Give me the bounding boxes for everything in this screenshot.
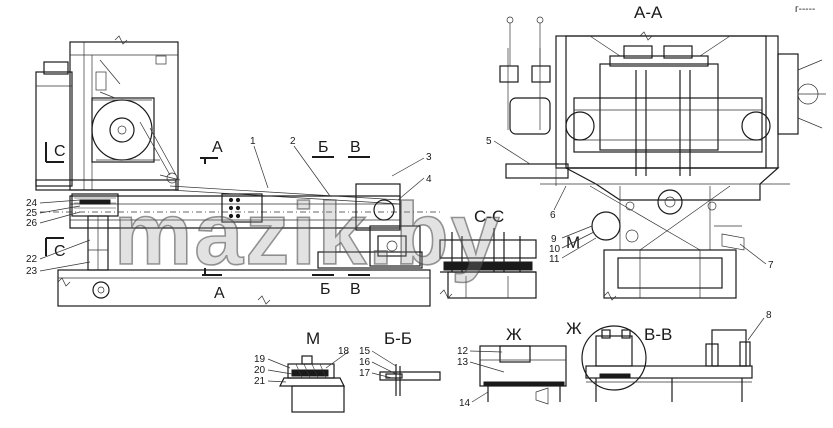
- callout-5: 5: [486, 136, 492, 147]
- callout-13: 13: [457, 357, 469, 368]
- section-bb-title: Б-Б: [384, 329, 412, 348]
- callout-23: 23: [26, 266, 38, 277]
- callout-14: 14: [459, 398, 471, 409]
- callout-2: 2: [290, 136, 296, 147]
- callout-12: 12: [457, 346, 469, 357]
- side-view: [35, 35, 440, 307]
- callout-15: 15: [359, 346, 371, 357]
- callout-1: 1: [250, 136, 256, 147]
- callout-18: 18: [338, 346, 350, 357]
- callout-16: 16: [359, 357, 371, 368]
- section-a-upper: А: [212, 139, 223, 156]
- section-zh-left: Ж 12 13 14: [457, 325, 567, 409]
- callout-6: 6: [550, 210, 556, 221]
- detail-m-circle: [591, 211, 621, 241]
- section-b-upper: Б: [318, 139, 329, 156]
- callout-24: 24: [26, 198, 38, 209]
- callout-19: 19: [254, 354, 266, 365]
- corner-mark: г-----: [795, 4, 815, 15]
- section-v-lower: В: [350, 281, 361, 298]
- section-b-lower: Б: [320, 281, 331, 298]
- section-a-lower: А: [214, 285, 225, 302]
- callout-9: 9: [551, 234, 557, 245]
- section-zh-left-title: Ж: [506, 325, 522, 344]
- detail-m: М 18 19 20 21: [254, 329, 350, 413]
- section-aa-title: А-А: [634, 3, 663, 22]
- callout-22: 22: [26, 254, 38, 265]
- section-v-upper: В: [350, 139, 361, 156]
- foundation: [57, 269, 431, 307]
- winch-drum: [91, 99, 153, 161]
- section-aa: А-А: [486, 3, 826, 301]
- spring-assembly: [71, 193, 119, 217]
- section-vv-title: В-В: [644, 325, 672, 344]
- section-bb: Б-Б 15 16 17: [359, 329, 441, 396]
- callout-4: 4: [426, 174, 432, 185]
- section-c-upper: С: [54, 143, 66, 160]
- callout-8: 8: [766, 310, 772, 321]
- side-view-callouts: 1 2 3 4 24 25 26 22 23: [26, 136, 432, 277]
- callout-7: 7: [768, 260, 774, 271]
- detail-m-title: М: [306, 329, 320, 348]
- section-zh-right-title: Ж: [566, 319, 582, 338]
- callout-10: 10: [549, 244, 561, 255]
- callout-3: 3: [426, 152, 432, 163]
- watermark: mazik.by: [114, 184, 502, 283]
- detail-zh-circle: [581, 325, 647, 391]
- motor-block: [35, 71, 73, 187]
- callout-25: 25: [26, 208, 38, 219]
- callout-20: 20: [254, 365, 266, 376]
- section-cc-title: С-С: [474, 207, 504, 226]
- callout-21: 21: [254, 376, 266, 387]
- section-cc: С-С: [439, 207, 537, 299]
- callout-17: 17: [359, 368, 371, 379]
- callout-26: 26: [26, 218, 38, 229]
- section-vv: Ж В-В 8: [566, 310, 772, 402]
- callout-11: 11: [549, 254, 560, 265]
